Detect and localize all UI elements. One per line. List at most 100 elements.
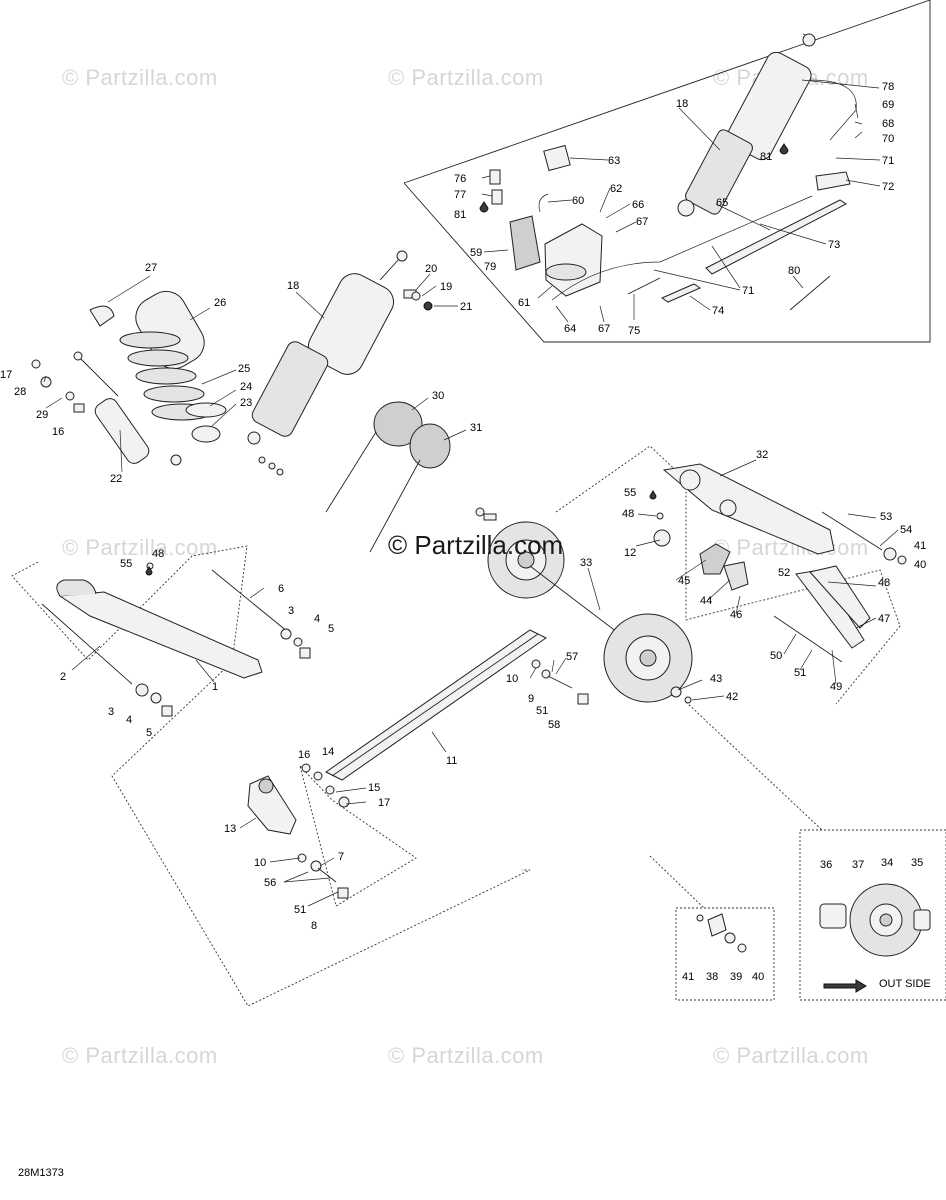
callout-40: 40	[752, 971, 764, 983]
inset-box-wheel	[799, 829, 946, 1001]
callout-77: 77	[454, 189, 466, 201]
callout-17: 17	[378, 797, 390, 809]
callout-21: 21	[460, 301, 472, 313]
front-arm	[41, 562, 311, 717]
callout-69: 69	[882, 99, 894, 111]
inset-wheel-parts	[819, 883, 931, 993]
callout-42: 42	[726, 691, 738, 703]
callout-7: 7	[338, 851, 344, 863]
callout-32: 32	[756, 449, 768, 461]
callout-57: 57	[566, 651, 578, 663]
callout-75: 75	[628, 325, 640, 337]
callout-59: 59	[470, 247, 482, 259]
callout-73: 73	[828, 239, 840, 251]
callout-38: 38	[706, 971, 718, 983]
callout-39: 39	[730, 971, 742, 983]
callout-67: 67	[598, 323, 610, 335]
callout-17: 17	[0, 369, 12, 381]
track-leader-line	[685, 701, 823, 831]
callout-19: 19	[440, 281, 452, 293]
callout-5: 5	[146, 727, 152, 739]
callout-18: 18	[287, 280, 299, 292]
callout-10: 10	[254, 857, 266, 869]
callout-31: 31	[470, 422, 482, 434]
callout-44: 44	[700, 595, 712, 607]
callout-62: 62	[610, 183, 622, 195]
callout-48: 48	[152, 548, 164, 560]
callout-34: 34	[881, 857, 893, 869]
top-right-group-outline	[403, 0, 931, 343]
lower-link-parts	[247, 659, 589, 899]
diagram-code: 28M1373	[18, 1167, 64, 1179]
callout-48: 48	[622, 508, 634, 520]
callout-14: 14	[322, 746, 334, 758]
callout-4: 4	[126, 714, 132, 726]
callout-64: 64	[564, 323, 576, 335]
callout-74: 74	[712, 305, 724, 317]
slide-rails	[551, 171, 851, 311]
callout-36: 36	[820, 859, 832, 871]
watermark: © Partzilla.com	[388, 65, 544, 90]
idler-wheel-axle	[475, 507, 693, 704]
inset-box-bearing	[675, 907, 775, 1001]
callout-52: 52	[778, 567, 790, 579]
callout-13: 13	[224, 823, 236, 835]
long-cross-bar	[325, 629, 547, 781]
callout-66: 66	[632, 199, 644, 211]
callout-27: 27	[145, 262, 157, 274]
callout-71: 71	[742, 285, 754, 297]
callout-2: 2	[60, 671, 66, 683]
callout-51: 51	[794, 667, 806, 679]
callout-16: 16	[52, 426, 64, 438]
callout-61: 61	[518, 297, 530, 309]
rear-shock-middle	[247, 250, 433, 476]
callout-5: 5	[328, 623, 334, 635]
callout-11: 11	[446, 755, 457, 767]
callout-8: 8	[311, 920, 317, 932]
callout-55: 55	[624, 487, 636, 499]
callout-9: 9	[528, 693, 534, 705]
callout-48: 48	[878, 577, 890, 589]
front-shock-assembly	[31, 290, 227, 466]
inset-leader-line	[649, 855, 705, 909]
watermark: © Partzilla.com	[62, 1043, 218, 1068]
callout-79: 79	[484, 261, 496, 273]
callout-23: 23	[240, 397, 252, 409]
callout-leaders	[43, 79, 899, 907]
callout-26: 26	[214, 297, 226, 309]
callout-58: 58	[548, 719, 560, 731]
callout-12: 12	[624, 547, 636, 559]
callout-43: 43	[710, 673, 722, 685]
callout-81: 81	[760, 151, 772, 163]
callout-76: 76	[454, 173, 466, 185]
torsion-springs	[325, 401, 451, 553]
callout-81: 81	[454, 209, 466, 221]
callout-60: 60	[572, 195, 584, 207]
callout-30: 30	[432, 390, 444, 402]
callout-53: 53	[880, 511, 892, 523]
callout-67: 67	[636, 216, 648, 228]
callout-71: 71	[882, 155, 894, 167]
callout-80: 80	[788, 265, 800, 277]
rear-shock-top	[677, 33, 857, 217]
callout-65: 65	[716, 197, 728, 209]
callout-1: 1	[212, 681, 218, 693]
watermark: © Partzilla.com	[713, 1043, 869, 1068]
callout-45: 45	[678, 575, 690, 587]
rear-arm	[649, 463, 907, 663]
callout-41: 41	[682, 971, 694, 983]
callout-68: 68	[882, 118, 894, 130]
callout-18: 18	[676, 98, 688, 110]
callout-3: 3	[108, 706, 114, 718]
watermark: © Partzilla.com	[62, 65, 218, 90]
callout-41: 41	[914, 540, 926, 552]
callout-72: 72	[882, 181, 894, 193]
watermark: © Partzilla.com	[388, 1043, 544, 1068]
callout-33: 33	[580, 557, 592, 569]
callout-78: 78	[882, 81, 894, 93]
callout-16: 16	[298, 749, 310, 761]
callout-35: 35	[911, 857, 923, 869]
callout-22: 22	[110, 473, 122, 485]
callout-47: 47	[878, 613, 890, 625]
